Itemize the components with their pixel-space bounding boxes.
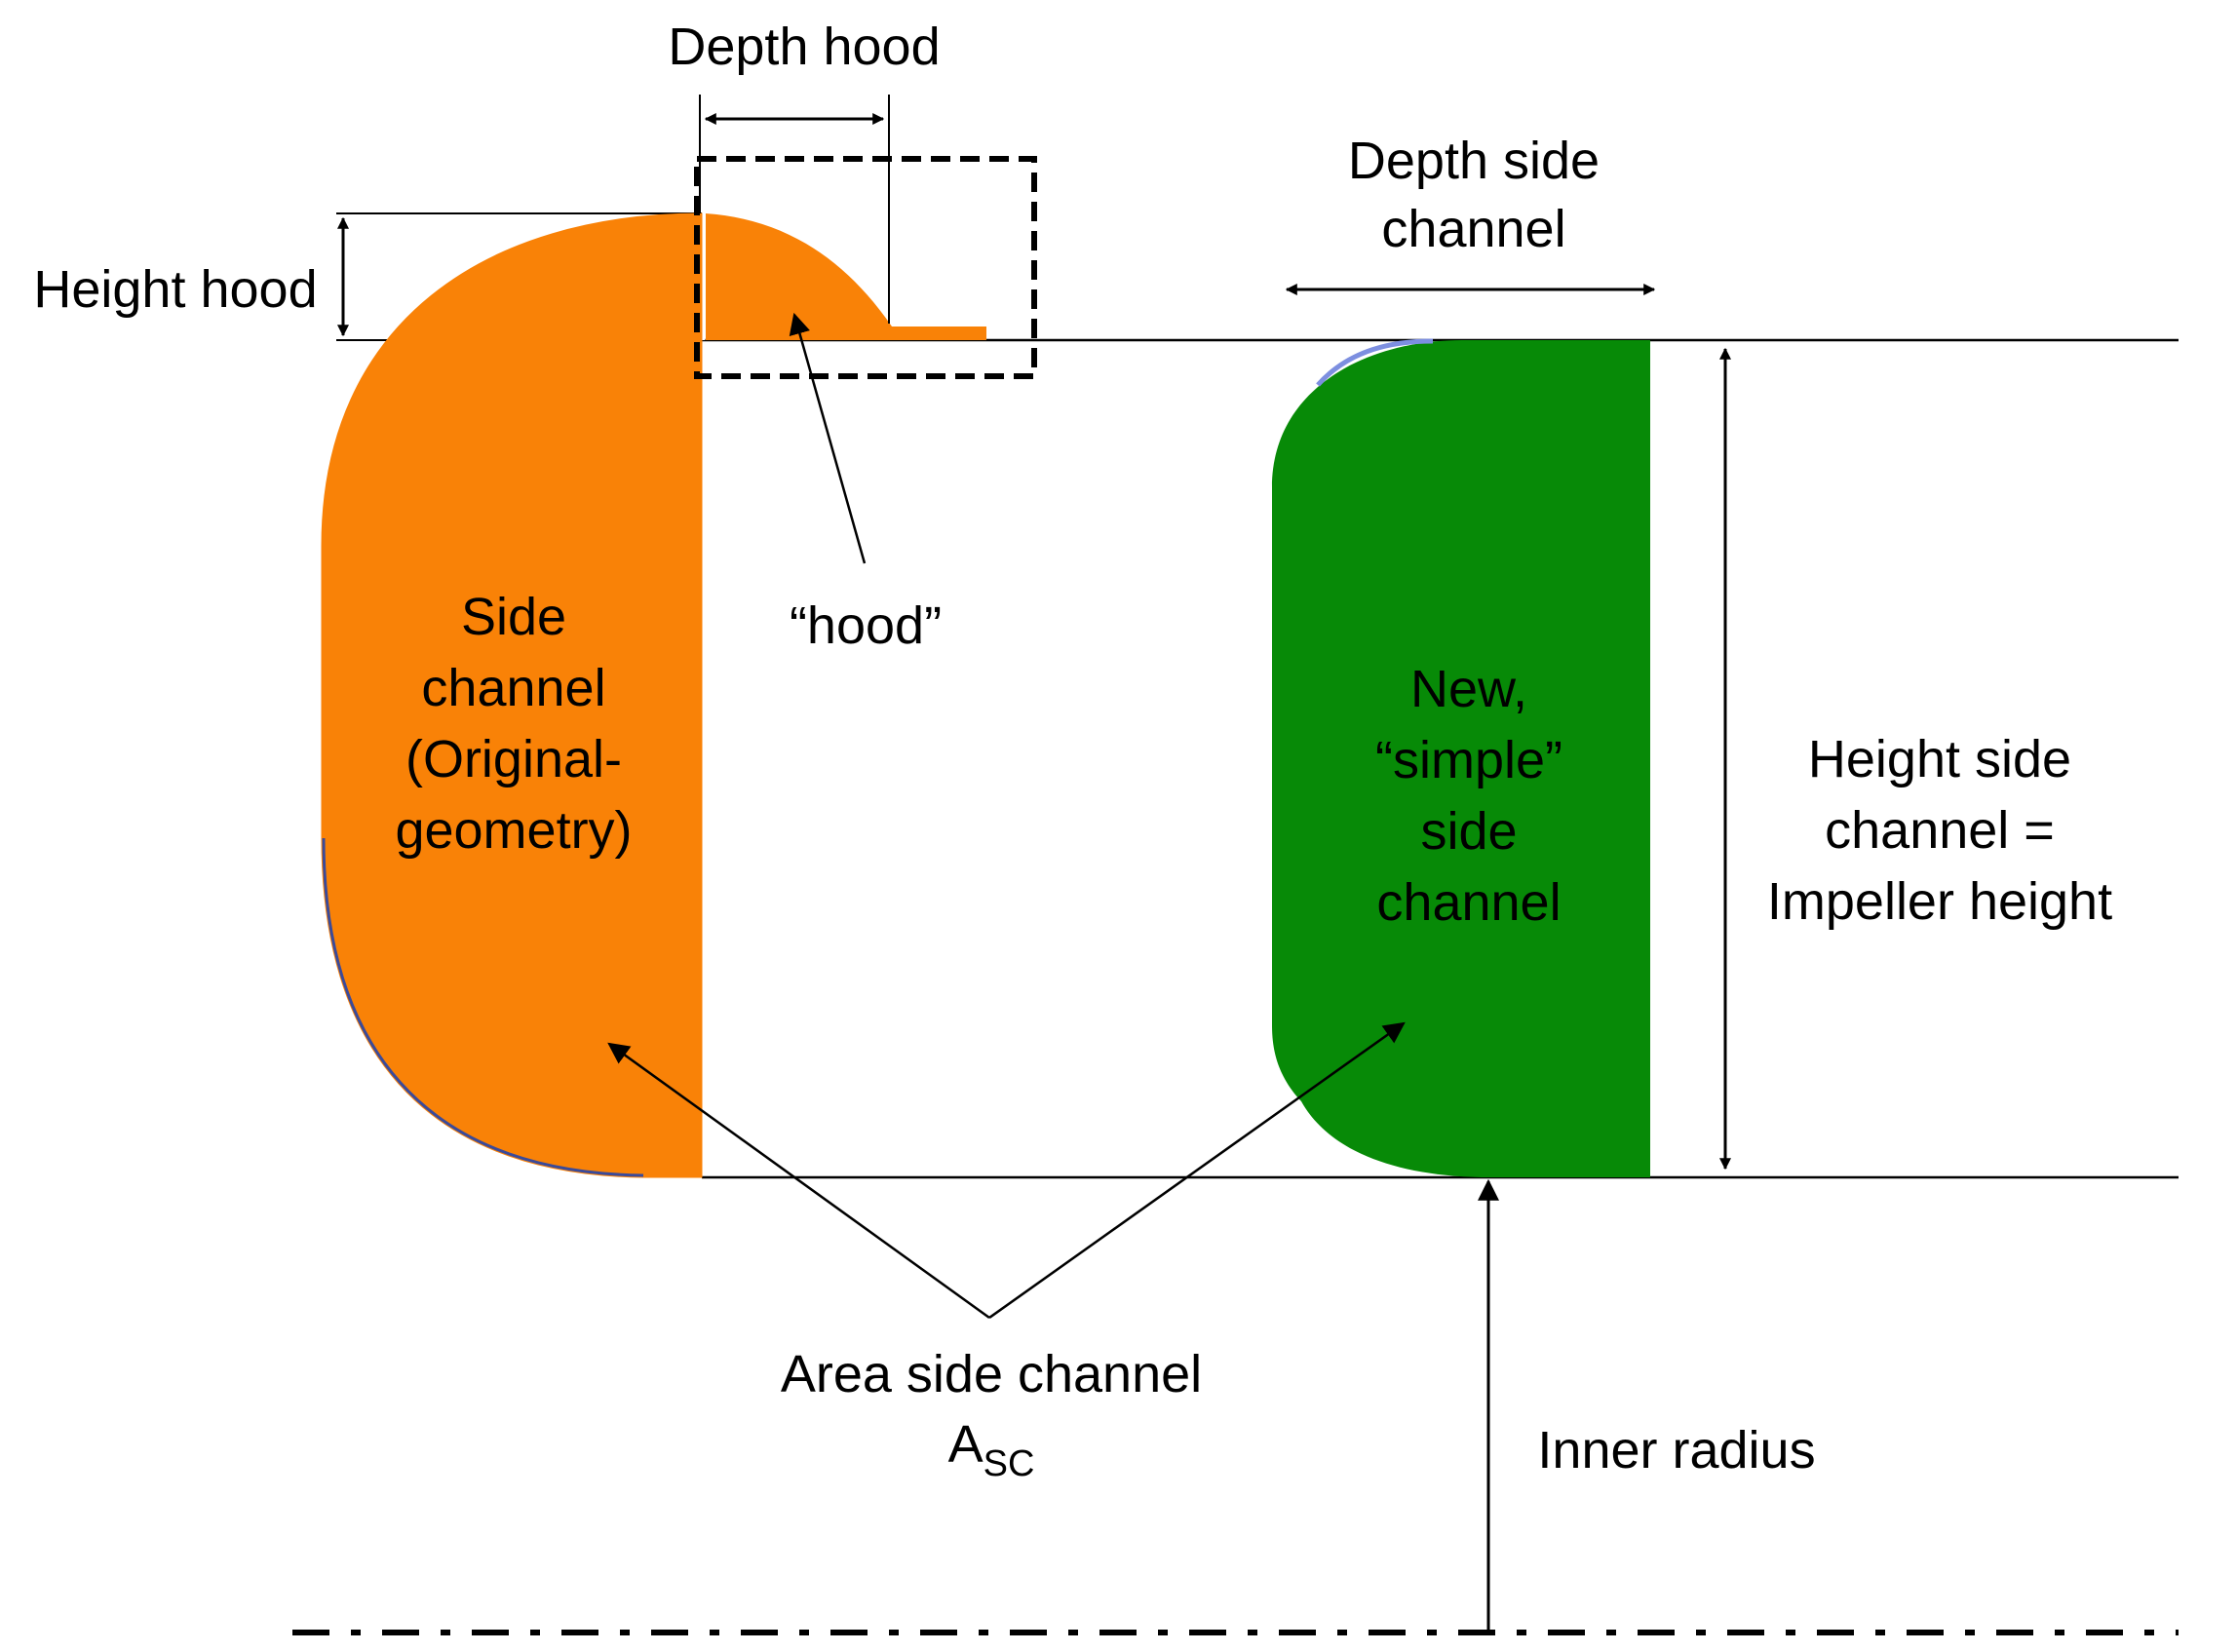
new-channel-label-line4: channel bbox=[1376, 873, 1561, 932]
depth-side-channel-label-line1: Depth side bbox=[1348, 132, 1600, 190]
depth-hood-label: Depth hood bbox=[668, 18, 940, 76]
new-channel-label-line1: New, bbox=[1410, 660, 1527, 718]
depth-side-channel-label-line2: channel bbox=[1381, 200, 1565, 258]
hood-shape bbox=[706, 213, 986, 340]
height-side-channel-label-line3: Impeller height bbox=[1767, 872, 2112, 931]
area-symbol: A bbox=[948, 1415, 984, 1474]
hood-pointer-arrow bbox=[789, 312, 867, 564]
hood-label: “hood” bbox=[790, 596, 942, 655]
height-side-channel-label-line2: channel = bbox=[1825, 801, 2055, 860]
height-side-channel-label-line1: Height side bbox=[1808, 730, 2071, 788]
area-symbol-subscript: SC bbox=[984, 1443, 1035, 1484]
new-channel-label-line3: side bbox=[1420, 802, 1517, 861]
new-side-channel-edge bbox=[1316, 338, 1434, 387]
original-side-channel-edge bbox=[322, 837, 644, 1177]
original-channel-label-line4: geometry) bbox=[395, 801, 632, 860]
inner-radius-label: Inner radius bbox=[1537, 1421, 1815, 1479]
hood-highlight-box bbox=[694, 156, 1037, 379]
original-side-channel-shape bbox=[321, 212, 703, 1178]
original-channel-label-line2: channel bbox=[421, 659, 605, 717]
area-pointer-arrow-original bbox=[607, 1042, 990, 1320]
height-hood-label: Height hood bbox=[33, 260, 317, 319]
new-side-channel-shape bbox=[1272, 340, 1650, 1177]
original-channel-label-line1: Side bbox=[461, 588, 566, 646]
original-channel-label-line3: (Original- bbox=[405, 730, 622, 788]
area-pointer-arrow-new bbox=[988, 1021, 1406, 1320]
new-channel-label-line2: “simple” bbox=[1375, 731, 1562, 789]
area-side-channel-label: Area side channel bbox=[781, 1345, 1202, 1403]
area-symbol-label: ASC bbox=[948, 1415, 1035, 1484]
